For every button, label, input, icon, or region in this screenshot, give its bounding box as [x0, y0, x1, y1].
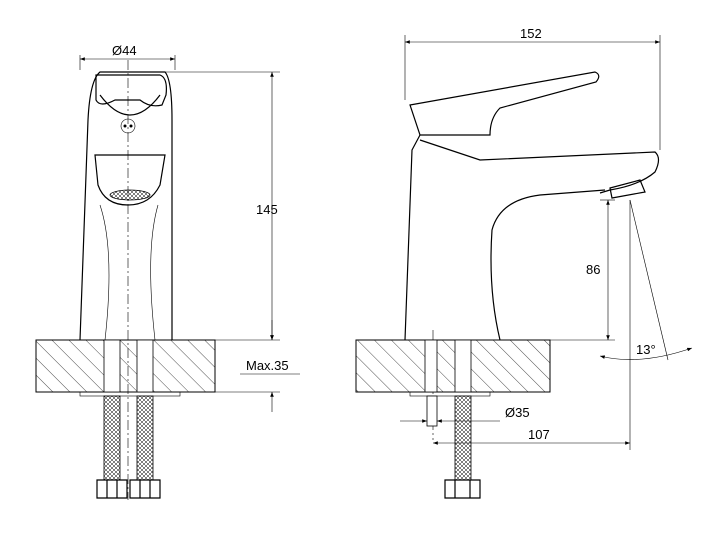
- front-view: Ø44 145 Max.35: [35, 43, 300, 500]
- hose-left: [103, 395, 121, 481]
- max-thickness-label: Max.35: [246, 358, 289, 373]
- nut-side: [444, 479, 481, 499]
- countertop-section-side: [355, 339, 551, 393]
- angle-label: 13°: [636, 342, 656, 357]
- reach-label: 107: [528, 427, 550, 442]
- hose-side: [454, 395, 472, 481]
- hose-right: [136, 395, 154, 481]
- nut-left: [96, 479, 128, 499]
- height-label: 145: [256, 202, 278, 217]
- angle-dimension: [599, 347, 693, 360]
- countertop-section: [35, 339, 216, 393]
- length-label: 152: [520, 26, 542, 41]
- lever-cap: [99, 94, 161, 116]
- nut-right: [129, 479, 161, 499]
- spout-height-label: 86: [586, 262, 600, 277]
- faucet-body-side: [404, 134, 606, 341]
- mounting-plate: [79, 391, 181, 397]
- hole-diameter-label: Ø35: [505, 405, 530, 420]
- mounting-stud: [426, 395, 438, 427]
- side-view: 152 86 13° Ø35 107: [355, 26, 693, 499]
- diameter-label: Ø44: [112, 43, 137, 58]
- handle-side: [409, 71, 600, 136]
- aerator-side: [609, 179, 646, 199]
- faucet-body: [79, 71, 173, 341]
- spout-side: [419, 139, 660, 194]
- handle: [95, 74, 167, 107]
- aerator: [109, 189, 151, 201]
